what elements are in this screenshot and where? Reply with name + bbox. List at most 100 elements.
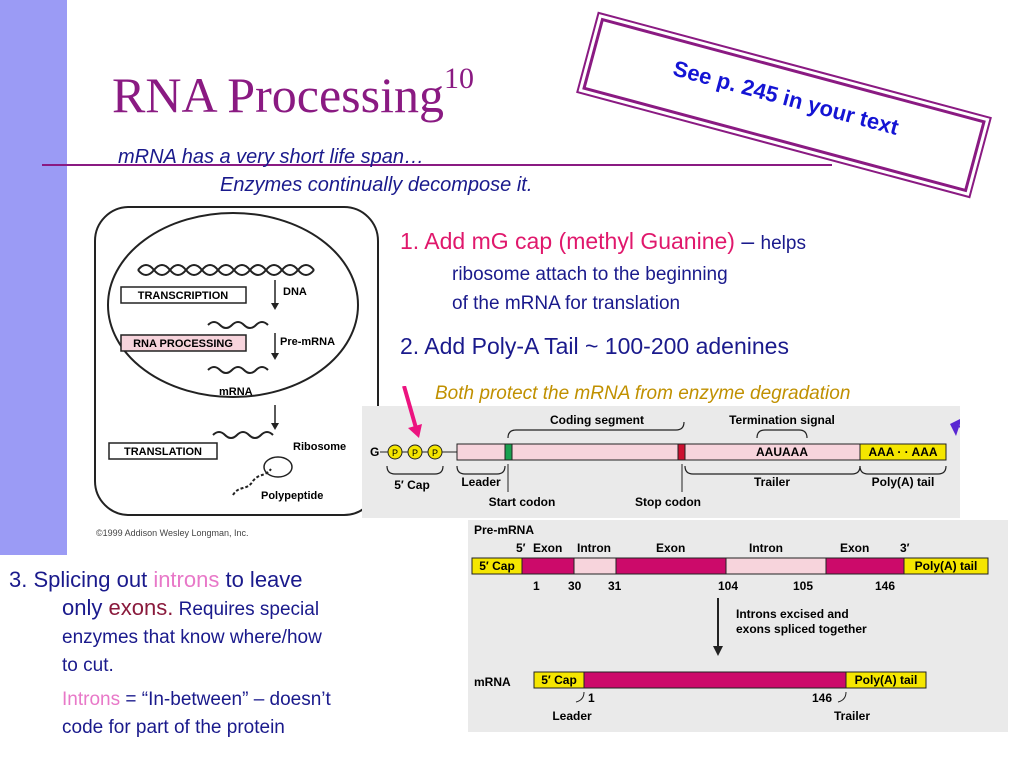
splicing-diagram: Pre-mRNA 5′ Exon Intron Exon Intron Exon… xyxy=(468,520,1008,732)
excised-text-line-2: exons spliced together xyxy=(736,622,867,636)
point-1-line-3: of the mRNA for translation xyxy=(452,293,681,314)
splicing-diagram-background xyxy=(468,520,1008,732)
protection-note: Both protect the mRNA from enzyme degrad… xyxy=(435,383,851,404)
position-1: 1 xyxy=(533,579,540,593)
polypeptide-label: Polypeptide xyxy=(261,490,323,502)
mrna-position-146: 146 xyxy=(812,691,832,705)
poly-a-tail-segment xyxy=(859,443,947,461)
pre-mrna-exon-3 xyxy=(825,557,905,575)
polypeptide-chain xyxy=(232,468,272,496)
leader-bracket xyxy=(456,465,506,475)
pre-mrna-exon-2 xyxy=(615,557,727,575)
pre-mrna-intron-2 xyxy=(725,557,827,575)
position-104: 104 xyxy=(718,579,738,593)
pre-mrna-intron-1 xyxy=(573,557,617,575)
excised-text-line-1: Introns excised and xyxy=(736,607,849,621)
position-146: 146 xyxy=(875,579,895,593)
point-3-block: 3. Splicing out introns to leave only ex… xyxy=(9,566,449,742)
pre-mrna-cap-label: 5′ Cap xyxy=(479,559,515,573)
mrna-coding-region xyxy=(583,671,847,689)
mrna-structure-diagram: G P P P AAUAAA AAA · · AAA Coding segmen… xyxy=(362,386,960,518)
poly-a-tail-label: Poly(A) tail xyxy=(872,475,935,489)
cap-bracket xyxy=(386,465,444,475)
mrna-trailer-label: Trailer xyxy=(834,709,870,723)
translation-box xyxy=(108,442,218,460)
exon-1-label: Exon xyxy=(533,541,562,555)
stop-codon-segment xyxy=(677,443,686,461)
textbook-reference-stamp: See p. 245 in your text xyxy=(582,17,986,193)
mrna-cap-label: 5′ Cap xyxy=(541,673,577,687)
position-31: 31 xyxy=(608,579,622,593)
aauaaa-label: AAUAAA xyxy=(756,445,808,459)
left-accent-bar xyxy=(0,0,67,555)
nucleus-outline xyxy=(107,212,359,398)
termination-signal-label: Termination signal xyxy=(729,413,835,427)
dna-label: DNA xyxy=(283,286,307,298)
exon-3-label: Exon xyxy=(840,541,869,555)
mrna-poly-a-tail xyxy=(845,671,927,689)
point-2: 2. Add Poly-A Tail ~ 100-200 adenines xyxy=(400,333,789,359)
copyright-notice: ©1999 Addison Wesley Longman, Inc. xyxy=(96,528,249,538)
position-30: 30 xyxy=(568,579,582,593)
mrna-position-1: 1 xyxy=(588,691,595,705)
transcription-box xyxy=(120,286,247,304)
splicing-arrow-head xyxy=(713,646,723,656)
cell-outline xyxy=(94,206,379,516)
poly-a-sequence-label: AAA · · AAA xyxy=(868,445,937,459)
termination-bracket xyxy=(756,429,808,439)
pre-mrna-strand xyxy=(207,321,269,329)
point-3-line-1: 3. Splicing out introns to leave xyxy=(9,567,303,592)
subtitle-line-2: Enzymes continually decompose it. xyxy=(220,174,533,196)
cap-label: 5′ Cap xyxy=(394,478,430,492)
five-prime-label: 5′ xyxy=(516,541,526,555)
pre-mrna-title: Pre-mRNA xyxy=(474,523,534,537)
point-3-line-2: only exons. Requires special xyxy=(62,595,320,620)
pre-mrna-label: Pre-mRNA xyxy=(280,336,335,348)
exon-2-label: Exon xyxy=(656,541,685,555)
cap-pointer-arrowhead xyxy=(408,424,422,438)
mrna-leader-label: Leader xyxy=(552,709,592,723)
dna-strand-2 xyxy=(137,264,315,276)
mature-mrna-title: mRNA xyxy=(474,675,511,689)
leader-label: Leader xyxy=(461,475,501,489)
mrna-diagram-background xyxy=(362,406,960,518)
coding-bracket xyxy=(507,421,685,439)
leader-pointer xyxy=(575,691,585,703)
cap-pointer-arrow xyxy=(402,386,418,429)
point-1-line-2: ribosome attach to the beginning xyxy=(452,264,728,285)
point-3-line-4: to cut. xyxy=(62,655,114,676)
coding-segment-label: Coding segment xyxy=(550,413,644,427)
dna-strand-1 xyxy=(137,264,315,276)
title-rule xyxy=(42,164,832,166)
slide-title: RNA Processing10 xyxy=(112,62,474,123)
coding-segment xyxy=(511,443,679,461)
trailer-label: Trailer xyxy=(754,475,790,489)
pre-mrna-poly-a-label: Poly(A) tail xyxy=(915,559,978,573)
subtitle-line-1: mRNA has a very short life span… xyxy=(118,146,425,168)
cytoplasm-mrna-strand xyxy=(212,431,274,439)
trailer-bracket xyxy=(684,465,861,475)
leader-segment xyxy=(456,443,506,461)
intron-1-label: Intron xyxy=(577,541,611,555)
rna-processing-label: RNA PROCESSING xyxy=(133,338,233,350)
transcription-label: TRANSCRIPTION xyxy=(138,290,229,302)
stop-codon-label: Stop codon xyxy=(635,495,701,509)
mrna-arrow-head xyxy=(271,423,279,430)
dna-arrow-head xyxy=(271,303,279,310)
ribosome-shape xyxy=(263,456,293,478)
phosphate-3-label: P xyxy=(432,448,438,458)
introns-definition-line-1: Introns = “In-between” – doesn’t xyxy=(62,689,331,710)
intron-2-label: Intron xyxy=(749,541,783,555)
nuclear-mrna-strand xyxy=(207,366,269,374)
tail-pointer-arrowhead xyxy=(950,419,960,436)
cell-overview-diagram: TRANSCRIPTION RNA PROCESSING TRANSLATION… xyxy=(94,206,379,516)
ribosome-label: Ribosome xyxy=(293,441,346,453)
introns-definition-line-2: code for part of the protein xyxy=(62,717,285,738)
phosphate-2-label: P xyxy=(412,448,418,458)
trailer-pointer xyxy=(837,691,847,703)
three-prime-label: 3′ xyxy=(900,541,910,555)
position-105: 105 xyxy=(793,579,813,593)
translation-label: TRANSLATION xyxy=(124,446,202,458)
phosphate-1-label: P xyxy=(392,448,398,458)
point-1-line-1: 1. Add mG cap (methyl Guanine) – helps xyxy=(400,228,806,254)
